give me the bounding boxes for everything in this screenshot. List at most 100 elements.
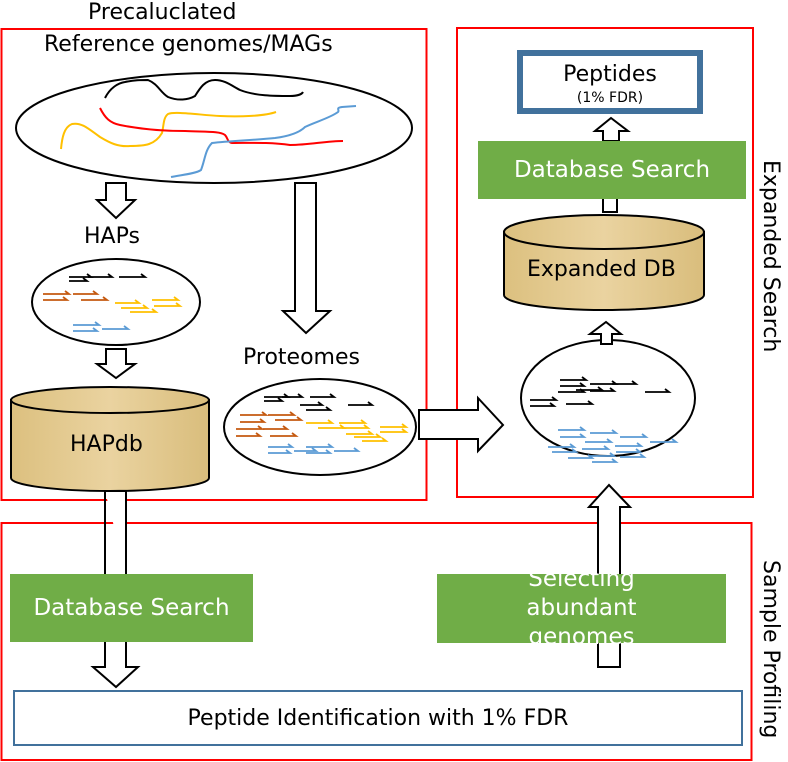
peptide-glyph [263,425,290,430]
peptide-glyph [119,273,148,278]
peptide-glyph [615,442,644,447]
arrow-db-to-search-stub [602,199,618,213]
arrow-to-expanded-db [587,320,624,345]
peptide-glyph [73,327,100,332]
peptide-glyph [612,380,639,385]
peptide-glyph [73,321,102,326]
haps-sequences [43,273,183,332]
peptide-glyph [306,406,333,411]
arrow-to-haps [94,182,138,220]
selecting-abundant-genomes: Selecting abundant genomes [437,566,726,650]
peptide-glyph [590,452,617,457]
peptide-glyph [275,416,304,421]
genome-curve-red [99,107,344,147]
peptide-glyph [339,419,368,424]
peptides-subtitle: (1% FDR) [576,90,644,106]
genome-curves [60,78,357,178]
peptide-glyph [560,433,587,438]
haps-ellipse [31,258,201,346]
peptide-glyph [73,290,100,295]
peptide-glyph [354,433,383,438]
peptide-glyph [240,418,267,423]
peptide-glyph [530,402,557,407]
proteomes-label: Proteomes [243,345,360,370]
database-search-expanded: Database Search [478,141,746,199]
peptide-glyph [115,299,142,304]
proteomes-sequences [236,393,409,454]
peptide-glyph [590,387,617,392]
sample-profiling-region [0,522,753,761]
peptide-glyph [380,423,409,428]
peptide-glyph [310,393,337,398]
genome-curve-black [104,78,304,101]
peptide-glyph [616,448,643,453]
peptide-glyph [620,433,649,438]
peptide-glyph [645,388,672,393]
peptide-glyph [240,411,269,416]
expanded-db-cylinder [503,214,705,311]
peptide-glyph [282,393,305,398]
peptide-glyph [268,449,293,454]
peptide-glyph [268,411,297,416]
selected-proteomes-ellipse [520,339,696,457]
peptide-glyph [121,304,150,309]
peptide-glyph [592,458,619,463]
peptide-glyph [568,454,595,459]
arrow-to-peptides [592,116,631,142]
peptide-glyph [300,401,325,406]
peptide-glyph [306,419,335,424]
peptide-glyph [268,443,295,448]
arrow-hapdb-to-identification [90,490,141,689]
peptide-glyph [43,290,72,295]
peptide-glyph [236,432,263,437]
peptide-glyph [362,437,389,442]
peptide-glyph [306,449,333,454]
peptide-glyph [576,386,605,391]
peptide-glyph [346,430,375,435]
peptide-glyph [236,425,265,430]
haps-label: HAPs [84,224,140,249]
peptide-glyph [582,445,611,450]
peptide-glyph [152,296,181,301]
peptide-glyph [342,424,371,429]
arrow-to-hapdb [93,348,139,380]
peptide-glyph [81,296,110,301]
reference-genomes-label: Reference genomes/MAGs [44,32,333,57]
peptide-glyph [650,438,679,443]
peptide-glyph [88,273,115,278]
peptide-glyph [530,396,559,401]
arrow-to-proteomes [280,182,333,335]
peptide-glyph [548,443,577,448]
hapdb-cylinder [10,386,210,492]
peptide-glyph [334,447,361,452]
reference-genomes-ellipse [15,72,413,184]
selected-proteomes-sequences [530,376,679,463]
genome-curve-blue [170,105,357,178]
peptide-glyph [566,400,595,405]
peptide-glyph [294,447,319,452]
genome-curve-yellow [60,111,277,150]
peptide-glyph [552,448,579,453]
hapdb-label: HAPdb [70,432,143,457]
peptide-glyph [585,438,614,443]
expanded-search-title: Expanded Search [758,160,783,353]
peptide-identification-box: Peptide Identification with 1% FDR [13,690,743,746]
peptide-glyph [558,426,587,431]
peptide-glyph [43,296,70,301]
peptide-glyph [69,277,90,282]
peptide-glyph [154,302,183,307]
arrow-to-selected-proteomes [418,395,505,454]
peptides-title: Peptides [563,62,657,87]
peptide-glyph [380,428,409,433]
precalculated-region [0,28,428,501]
precalculated-title: Precaluclated [88,0,237,25]
peptides-output-box: Peptides (1% FDR) [517,50,703,114]
peptide-glyph [620,453,647,458]
database-search-sample: Database Search [10,574,253,642]
peptide-glyph [306,443,335,448]
peptide-glyph [130,308,159,313]
peptide-glyph [270,432,299,437]
expanded-db-label: Expanded DB [527,257,676,282]
peptide-glyph [590,429,619,434]
